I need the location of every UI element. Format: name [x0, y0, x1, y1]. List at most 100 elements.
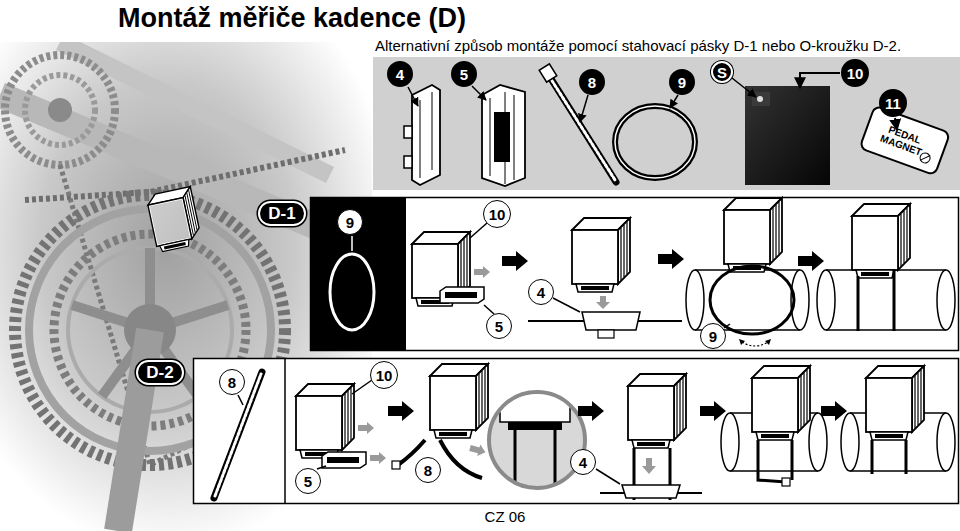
d2-panel	[578, 401, 604, 421]
callout-number: 5	[486, 313, 512, 339]
subtitle: Alternativní způsob montáže pomocí staho…	[375, 37, 901, 55]
parts-panel	[615, 106, 695, 178]
d1-panel	[582, 312, 640, 330]
callout-number: 5	[295, 468, 321, 494]
callout-number: 10	[841, 59, 869, 87]
pedal-magnet	[860, 106, 951, 176]
d2-panel	[850, 470, 946, 472]
d2-panel	[500, 392, 570, 490]
d1-panel	[739, 339, 771, 345]
bike-photo	[5, 55, 115, 165]
d1-panel	[572, 218, 630, 292]
d1-panel	[858, 270, 894, 331]
d1-panel	[311, 198, 406, 350]
d2-panel	[730, 470, 818, 472]
parts-panel	[757, 96, 763, 102]
d2-panel	[194, 359, 959, 504]
badge-label: D-2	[146, 364, 173, 381]
d2-panel	[352, 380, 372, 394]
d2-panel	[809, 413, 827, 471]
d1-panel	[470, 223, 487, 238]
d1-panel	[596, 296, 610, 309]
base-part	[482, 85, 525, 186]
d2-panel	[700, 401, 726, 421]
d1-panel	[658, 249, 684, 269]
parts-panel	[539, 64, 557, 82]
d2-panel	[821, 401, 847, 421]
d1-panel	[937, 270, 955, 330]
callout-number: 4	[387, 61, 413, 87]
parts-panel	[373, 57, 960, 190]
d2-panel	[322, 452, 366, 468]
o-ring	[615, 106, 695, 178]
d2-panel	[370, 452, 386, 464]
callout-number: 8	[219, 369, 245, 395]
parts-panel	[420, 92, 432, 178]
d1-panel	[440, 287, 484, 303]
badge-label: D-1	[268, 205, 295, 222]
parts-panel	[472, 86, 486, 100]
d2-panel	[622, 485, 680, 498]
parts-panel	[490, 92, 514, 184]
d2-panel	[489, 392, 585, 488]
d1-panel	[686, 270, 704, 330]
d1-panel	[502, 251, 528, 271]
d1-panel	[724, 198, 782, 272]
mounted-sensor	[150, 200, 190, 245]
parts-panel	[670, 95, 678, 108]
callout-number: 9	[669, 69, 695, 95]
parts-panel	[494, 112, 510, 162]
d2-panel	[392, 461, 400, 469]
d1-panel	[484, 305, 494, 314]
d2-panel	[388, 401, 414, 421]
bike-photo	[48, 98, 72, 122]
mounted-sensor	[146, 187, 202, 253]
d2-panel	[194, 359, 959, 504]
d2-panel	[782, 478, 790, 486]
d2-panel	[468, 442, 487, 458]
parts-panel	[549, 76, 615, 180]
d1-panel	[798, 251, 824, 271]
callout-number: 9	[700, 323, 726, 349]
d1-panel	[311, 198, 959, 351]
d1-panel	[742, 342, 768, 346]
o-ring	[330, 254, 374, 330]
callout-number: S	[711, 61, 733, 83]
d1-panel	[598, 330, 614, 338]
d2-panel	[596, 469, 620, 484]
d2-panel	[872, 440, 906, 474]
parts-panel	[752, 92, 770, 106]
callout-number: 10	[370, 361, 398, 389]
d1-panel	[826, 329, 946, 331]
pedal-magnet	[860, 106, 951, 176]
callout-number: 4	[570, 449, 596, 475]
parts-panel	[404, 156, 412, 168]
d2-panel	[500, 392, 570, 422]
page-caption: CZ 06	[470, 508, 540, 526]
d2-panel	[642, 458, 656, 474]
parts-panel	[404, 126, 412, 138]
parts-panel	[373, 57, 960, 190]
d2-panel	[758, 440, 792, 482]
d2-panel	[515, 430, 555, 490]
callout-number: 8	[415, 457, 441, 483]
d2-panel	[238, 395, 243, 405]
d1-panel	[826, 270, 946, 330]
d1-panel	[311, 198, 959, 351]
d2-panel	[508, 422, 562, 430]
parts-panel	[408, 87, 418, 106]
bike-photo	[25, 75, 95, 145]
callout-number: 4	[528, 279, 554, 305]
d2-panel	[440, 440, 482, 478]
d2-panel	[317, 466, 326, 469]
mounted-sensor	[146, 187, 202, 253]
d2-panel	[841, 413, 859, 471]
callout-number: 9	[337, 209, 363, 235]
d2-panel	[866, 366, 924, 440]
callout-number: 11	[879, 89, 907, 117]
callout-number: 5	[451, 61, 477, 87]
bracket-part	[412, 85, 440, 185]
d2-panel	[721, 413, 739, 471]
d2-panel	[937, 413, 955, 471]
